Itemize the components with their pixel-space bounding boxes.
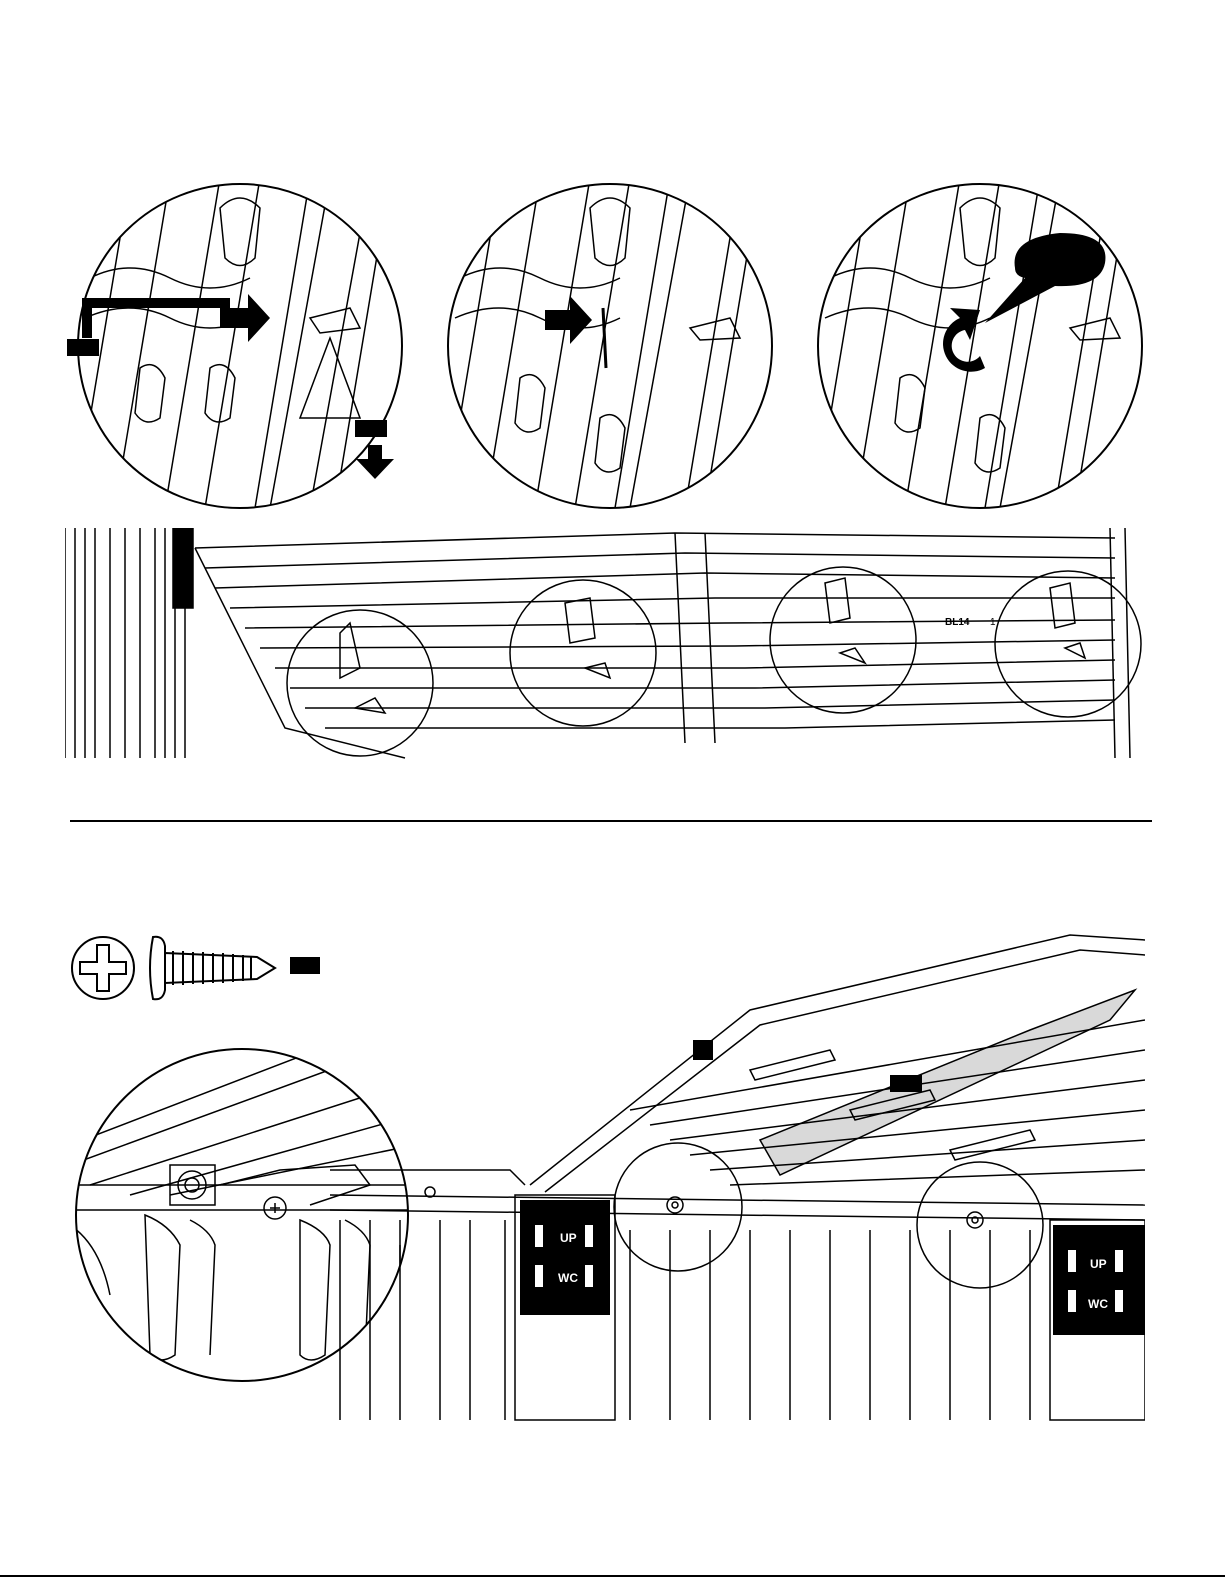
roof-overview-drawing: BL14 1: [65, 528, 1145, 763]
step-divider: [70, 820, 1152, 822]
rotate-arrow-icon: [943, 308, 985, 372]
shed-roof-drawing: UP WC UP WC: [330, 930, 1145, 1425]
panel-marking: BL14: [945, 617, 970, 628]
roof-panel-tag: [890, 1075, 922, 1092]
clip-tag: [355, 420, 387, 437]
wall-label-wc-left: WC: [558, 1271, 578, 1285]
wall-label-up-right: UP: [1090, 1257, 1107, 1271]
phillips-head-icon: [70, 935, 136, 1001]
roof-shaded-panel: [760, 990, 1135, 1175]
page-bottom-rule: [0, 1575, 1225, 1577]
marking-number: 1: [990, 617, 996, 628]
gable-tag: [693, 1040, 713, 1060]
screw-count-tag: [290, 957, 320, 974]
key-tag: [67, 339, 99, 356]
detail-circle-push-pin: [440, 178, 780, 513]
arrow-down-icon: [355, 445, 395, 480]
screw-icon: [145, 935, 280, 1001]
wall-label-up-left: UP: [560, 1231, 577, 1245]
wall-label-wc-right: WC: [1088, 1297, 1108, 1311]
detail-circle-rotate: [810, 178, 1150, 513]
